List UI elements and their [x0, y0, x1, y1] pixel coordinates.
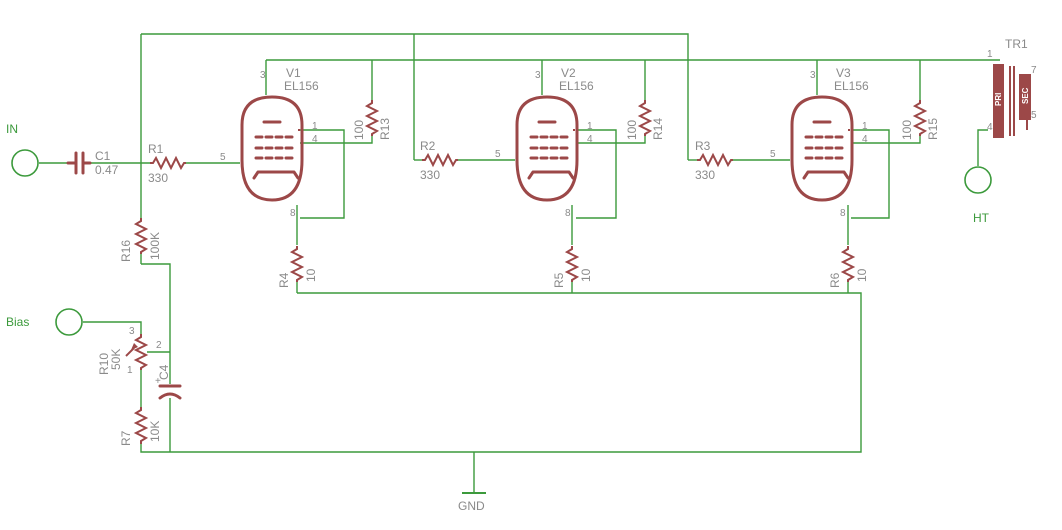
tr1-pri: PRI — [994, 93, 1003, 106]
screen-res-value: 100 — [625, 120, 639, 140]
grid-res-ref: R1 — [148, 142, 164, 156]
screen-res-ref: R13 — [378, 118, 392, 140]
r10-ref: R10 — [97, 353, 111, 375]
screen-res-ref: R14 — [651, 118, 665, 140]
tube-pin-8: 8 — [565, 208, 571, 219]
tube-ref: V3 — [836, 66, 851, 80]
in-port[interactable]: IN — [6, 122, 39, 177]
bias-port[interactable]: Bias — [6, 308, 83, 336]
capacitor-c1: C1 0.47 — [66, 149, 119, 177]
tube-envelope — [790, 95, 854, 202]
tr1-pin5: 5 — [1031, 110, 1037, 121]
tube-pin-anode: 3 — [535, 70, 541, 81]
screen-res-value: 100 — [900, 120, 914, 140]
tube-pin-grid: 5 — [220, 152, 226, 163]
tr1-pin4: 4 — [987, 122, 993, 133]
ht-port[interactable]: HT — [964, 166, 992, 225]
tube-pin-1: 1 — [862, 121, 868, 132]
gnd-label: GND — [458, 499, 485, 513]
tube-pin-1: 1 — [587, 121, 593, 132]
tube-ref: V2 — [561, 66, 576, 80]
grid-res-ref: R3 — [695, 139, 711, 153]
tube-envelope — [240, 95, 304, 202]
grid-resistor-r3 — [697, 152, 733, 168]
grid-res-value: 330 — [148, 171, 168, 185]
capacitor-c4: C4 + — [155, 364, 182, 400]
resistor-r16: R16 100K — [119, 218, 162, 262]
c4-ref: C4 — [157, 364, 171, 380]
tube-envelope — [515, 95, 579, 202]
tube-cathode — [802, 170, 850, 180]
r10-pin2: 2 — [156, 340, 162, 351]
screen-res-ref: R15 — [926, 118, 940, 140]
grid-resistor-r1 — [150, 155, 186, 171]
cathode-res-value: 10 — [579, 268, 593, 282]
tube-pin-8: 8 — [840, 208, 846, 219]
screen-res-value: 100 — [352, 120, 366, 140]
bias-label: Bias — [6, 315, 29, 329]
tr1-pin7: 7 — [1031, 65, 1037, 76]
tube-pin-grid: 5 — [495, 149, 501, 160]
gnd-symbol: GND — [458, 492, 486, 513]
tube-pin-4: 4 — [312, 134, 318, 145]
cathode-res-value: 10 — [855, 268, 869, 282]
tr1-sec: SEC — [1021, 87, 1030, 104]
tube-pin-1: 1 — [312, 121, 318, 132]
tube-pin-4: 4 — [587, 134, 593, 145]
r16-ref: R16 — [119, 240, 133, 262]
cathode-res-ref: R6 — [828, 272, 842, 288]
wires — [39, 33, 1000, 493]
tube-v2 — [515, 95, 579, 202]
tube-type: EL156 — [559, 79, 594, 93]
tube-v1 — [240, 95, 304, 202]
tube-cathode — [527, 170, 575, 180]
cathode-res-value: 10 — [304, 268, 318, 282]
resistor-r7: R7 10K — [119, 407, 162, 446]
r7-value: 10K — [148, 421, 162, 442]
cathode-resistor-r6 — [840, 246, 856, 282]
screen-resistor-r13 — [364, 100, 380, 136]
tube-pin-anode: 3 — [260, 70, 266, 81]
tr1-pin1: 1 — [987, 49, 993, 60]
r10-pin1: 1 — [127, 365, 133, 376]
c1-value: 0.47 — [95, 163, 119, 177]
screen-resistor-r14 — [637, 100, 653, 136]
cathode-res-ref: R4 — [277, 272, 291, 288]
tube-v3 — [790, 95, 854, 202]
cathode-resistor-r5 — [564, 246, 580, 282]
tube-pin-4: 4 — [862, 134, 868, 145]
tube-type: EL156 — [834, 79, 869, 93]
r10-value: 50K — [109, 349, 123, 370]
grid-resistor-r2 — [422, 152, 458, 168]
tr1-ref: TR1 — [1005, 37, 1028, 51]
grid-res-value: 330 — [420, 168, 440, 182]
tube-cathode — [252, 170, 300, 180]
cathode-res-ref: R5 — [552, 272, 566, 288]
tube-pin-8: 8 — [290, 208, 296, 219]
cathode-resistor-r4 — [289, 246, 305, 282]
potentiometer-r10: 3 2 1 R10 50K — [97, 326, 162, 376]
tube-pin-anode: 3 — [810, 70, 816, 81]
in-label: IN — [6, 122, 18, 136]
tube-pin-grid: 5 — [770, 149, 776, 160]
transformer-tr1: TR1 1 4 7 5 PRI SEC — [987, 37, 1037, 138]
tube-type: EL156 — [284, 79, 319, 93]
r10-pin3: 3 — [129, 326, 135, 337]
tube-ref: V1 — [286, 66, 301, 80]
c4-plus: + — [155, 376, 161, 387]
r16-value: 100K — [148, 232, 162, 260]
r7-ref: R7 — [119, 430, 133, 446]
c1-ref: C1 — [95, 149, 111, 163]
ht-label: HT — [973, 211, 990, 225]
grid-res-value: 330 — [695, 168, 715, 182]
screen-resistor-r15 — [912, 100, 928, 136]
grid-res-ref: R2 — [420, 139, 436, 153]
